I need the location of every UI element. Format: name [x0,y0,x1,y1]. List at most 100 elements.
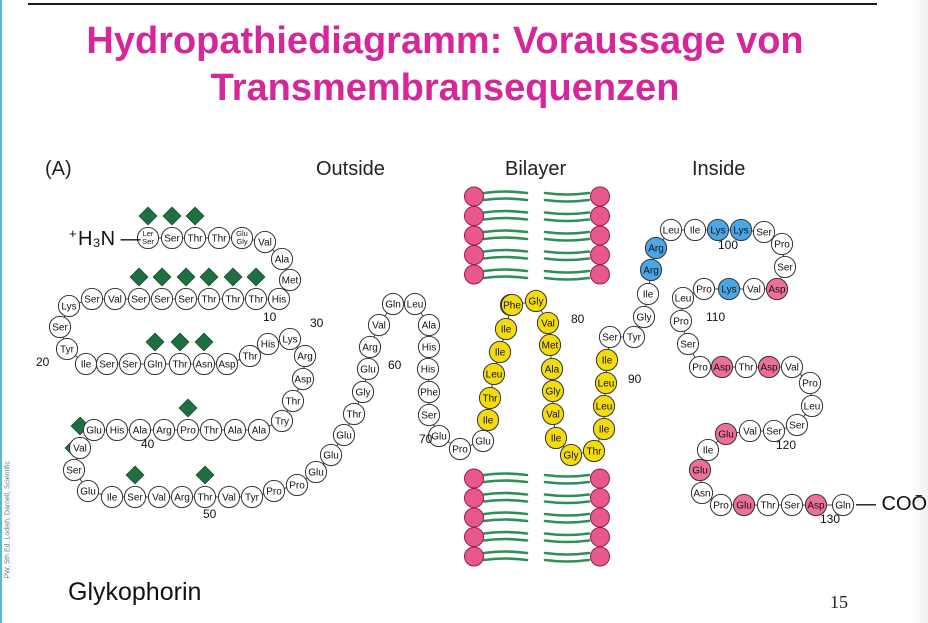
lipid-tail [482,197,591,203]
residue-circle [714,422,738,446]
residue-circle [278,327,302,351]
residue-circle [127,287,151,311]
residue-label: Glu [336,431,352,442]
residue-label: Ser [66,466,82,477]
residue-circle [540,357,564,381]
residue-circle [734,355,758,379]
residue-circle [639,258,663,282]
lipid-tail [482,530,591,537]
residue-label: Val [73,444,87,455]
panel-label: (A) [45,158,72,180]
residue-circle [669,309,693,333]
residue-circle [136,226,160,250]
residue-label: Glu [308,468,324,479]
residue-label: Arg [643,266,659,277]
residue-label: Thr [286,397,302,408]
residue-number: 120 [776,438,796,452]
residue-circle [541,402,565,426]
residue-label: Try [275,417,289,428]
residue-label: Thr [212,234,228,245]
residue-label: Glu [323,451,339,462]
residue-label: Ile [501,325,512,336]
residue-circle [417,403,441,427]
residue-label: Ler [143,229,154,238]
right-edge-shade [912,0,928,623]
residue-label: Asp [294,375,312,386]
residue-label: Val [222,493,236,504]
residue-label: Val [743,427,757,438]
residue-circle [267,287,291,311]
lipid-tail [482,498,591,505]
lipid-tail [482,248,591,255]
residue-label: Thr [173,360,189,371]
residue-label: Glu [736,501,752,512]
lipid-head [590,488,610,508]
residue-circle [482,362,506,386]
residue-circle [416,357,440,381]
residue-circle [709,493,733,517]
residue-circle [636,282,660,306]
residue-label: Lys [61,302,76,313]
residue-label: Ile [495,348,506,359]
glycosylation-diamond [152,267,172,287]
residue-circle [632,305,656,329]
residue-label: Thr [587,447,603,458]
c-terminus-label: — COO [856,493,927,515]
lipid-tail [482,236,591,242]
residue-circle [544,426,568,450]
residue-circle [476,408,500,432]
residue-label: Val [372,321,386,332]
residue-label: Pro [774,240,790,251]
residue-label: His [110,426,124,437]
residue-number: 20 [36,355,50,369]
lipid-head [590,186,610,207]
residue-circle [118,352,142,376]
residue-label: Ile [81,360,92,371]
residue-circle [238,344,262,368]
residue-label: Glu [718,430,734,441]
c-terminus-charge: − [915,488,923,503]
residue-label: Pro [713,501,729,512]
glycosylation-diamond [170,332,190,352]
residue-label: Ala [228,426,243,437]
lipid-bilayer [464,186,610,567]
residue-number: 30 [310,316,324,330]
residue-label: Ile [599,425,610,436]
residue-label: Glu [431,432,447,443]
residue-label: Phe [420,388,438,399]
residue-label: His [422,343,436,354]
residue-label: Asp [768,285,786,296]
residue-circle [762,419,786,443]
residue-label: Gln [835,501,851,512]
residue-label: Pro [289,481,305,492]
residue-circle [710,355,734,379]
residue-circle [168,352,192,376]
lipid-head [464,507,484,528]
outside-label: Outside [316,158,385,180]
residue-circle [500,293,524,317]
residue-number: 70 [419,432,433,446]
residue-circle [342,402,366,426]
residue-circle [293,344,317,368]
residue-circle [160,226,184,250]
glycosylation-diamond [138,206,158,226]
residue-circle [644,236,668,260]
residue-circle [756,493,780,517]
residue-circle [800,394,824,418]
residue-label: Asp [760,363,778,374]
lipid-head [590,225,610,246]
residue-circle [207,226,231,250]
lipid-head [464,546,484,567]
lipid-head [464,488,484,508]
residue-label: Val [546,410,560,421]
lipid-head [464,206,484,226]
lipid-tail [482,216,591,223]
residue-circle [417,313,441,337]
residue-label: Ser [789,421,805,432]
residue-label: Thr [226,295,242,306]
residue-label: Gly [529,297,544,308]
residue-circle [183,226,207,250]
residue-label: Ala [422,321,437,332]
residue-circle [541,379,565,403]
